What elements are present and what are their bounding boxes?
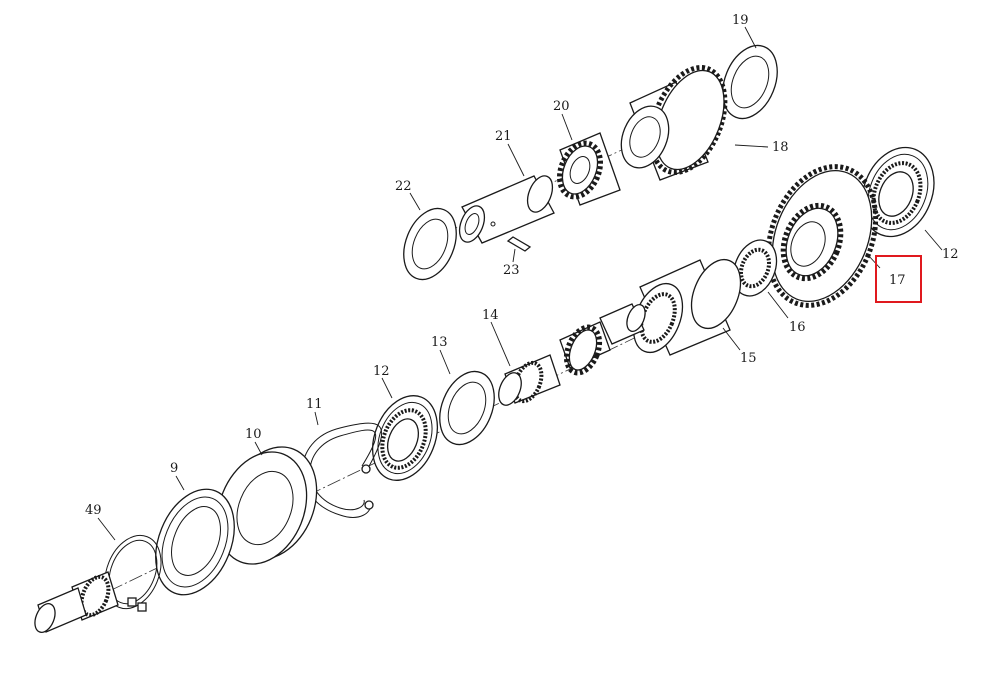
label-16: 16 (789, 320, 806, 335)
part-22-washer (403, 207, 457, 281)
part-12-bearing-right (861, 146, 935, 238)
part-9-seal (155, 488, 235, 596)
leader-lines (97, 26, 943, 541)
label-19: 19 (732, 13, 749, 28)
part-21-tube (458, 175, 555, 244)
part-17-large-gear (765, 164, 879, 308)
label-21: 21 (495, 129, 512, 144)
input-shaft-end (34, 571, 119, 633)
part-14-shaft (498, 303, 646, 406)
part-12-bearing-middle (372, 395, 438, 481)
part-15-sleeve (632, 258, 742, 356)
part-49-retaining-ring (104, 534, 162, 612)
label-49: 49 (85, 503, 102, 518)
label-13: 13 (431, 335, 448, 350)
part-19-washer (722, 44, 778, 120)
part-16-splined-washer (732, 239, 778, 297)
part-23-key (506, 236, 532, 252)
label-11: 11 (306, 397, 323, 412)
label-23: 23 (503, 263, 520, 278)
label-12-middle: 12 (373, 364, 390, 379)
part-20-splined-sleeve (556, 132, 621, 206)
part-18-gear (620, 65, 728, 181)
highlight-box-part-17 (875, 255, 922, 303)
label-18: 18 (772, 140, 789, 155)
label-15: 15 (740, 351, 757, 366)
label-9: 9 (170, 461, 178, 476)
label-10: 10 (245, 427, 262, 442)
label-22: 22 (395, 179, 412, 194)
label-14: 14 (482, 308, 499, 323)
label-12-right: 12 (942, 247, 959, 262)
part-10-cover (216, 446, 318, 565)
label-17: 17 (889, 273, 906, 288)
part-13-washer (439, 370, 495, 446)
label-20: 20 (553, 99, 570, 114)
